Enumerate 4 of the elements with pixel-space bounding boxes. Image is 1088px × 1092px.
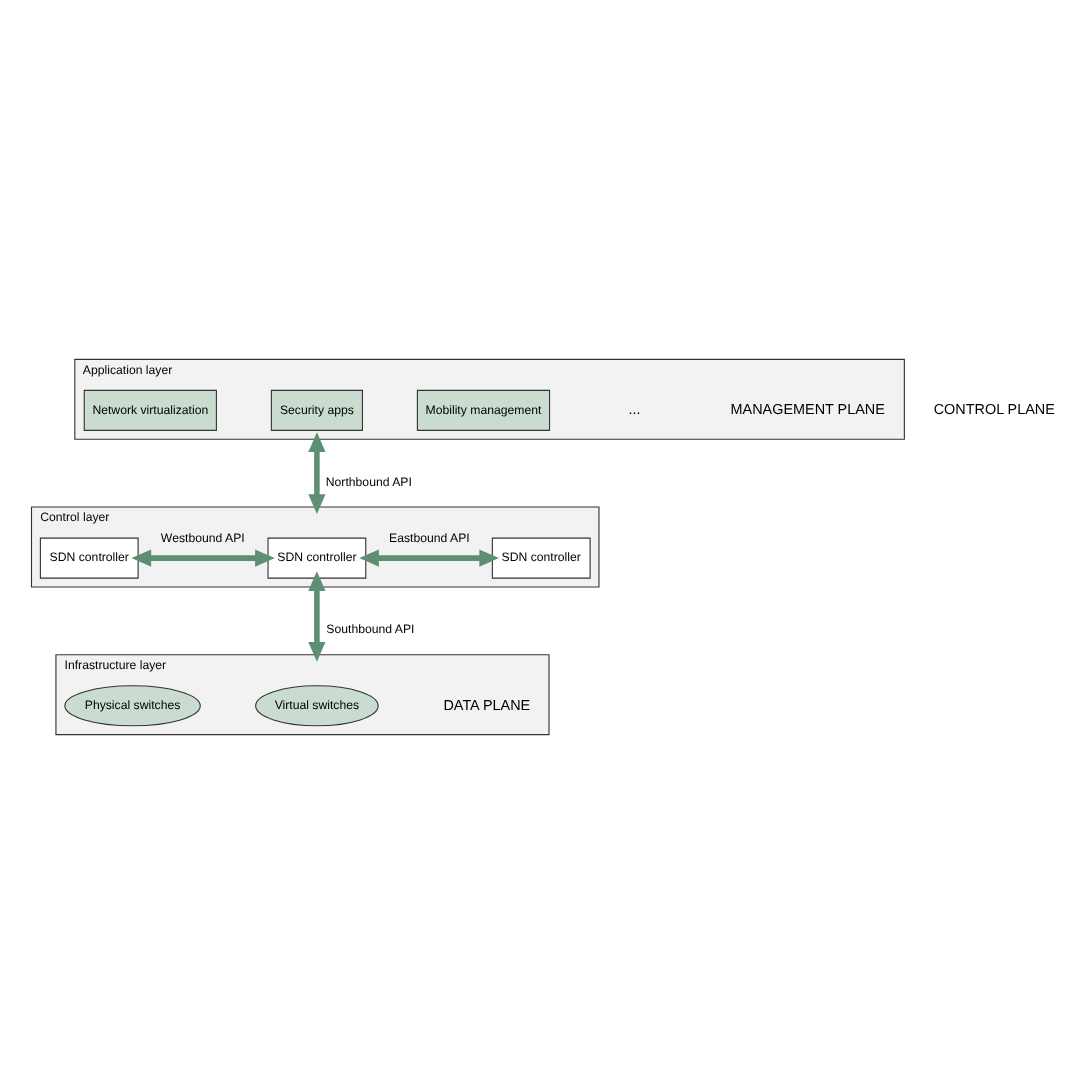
arrow — [308, 431, 326, 513]
arrow — [131, 548, 275, 566]
arrow — [359, 548, 500, 566]
arrow — [308, 570, 326, 661]
